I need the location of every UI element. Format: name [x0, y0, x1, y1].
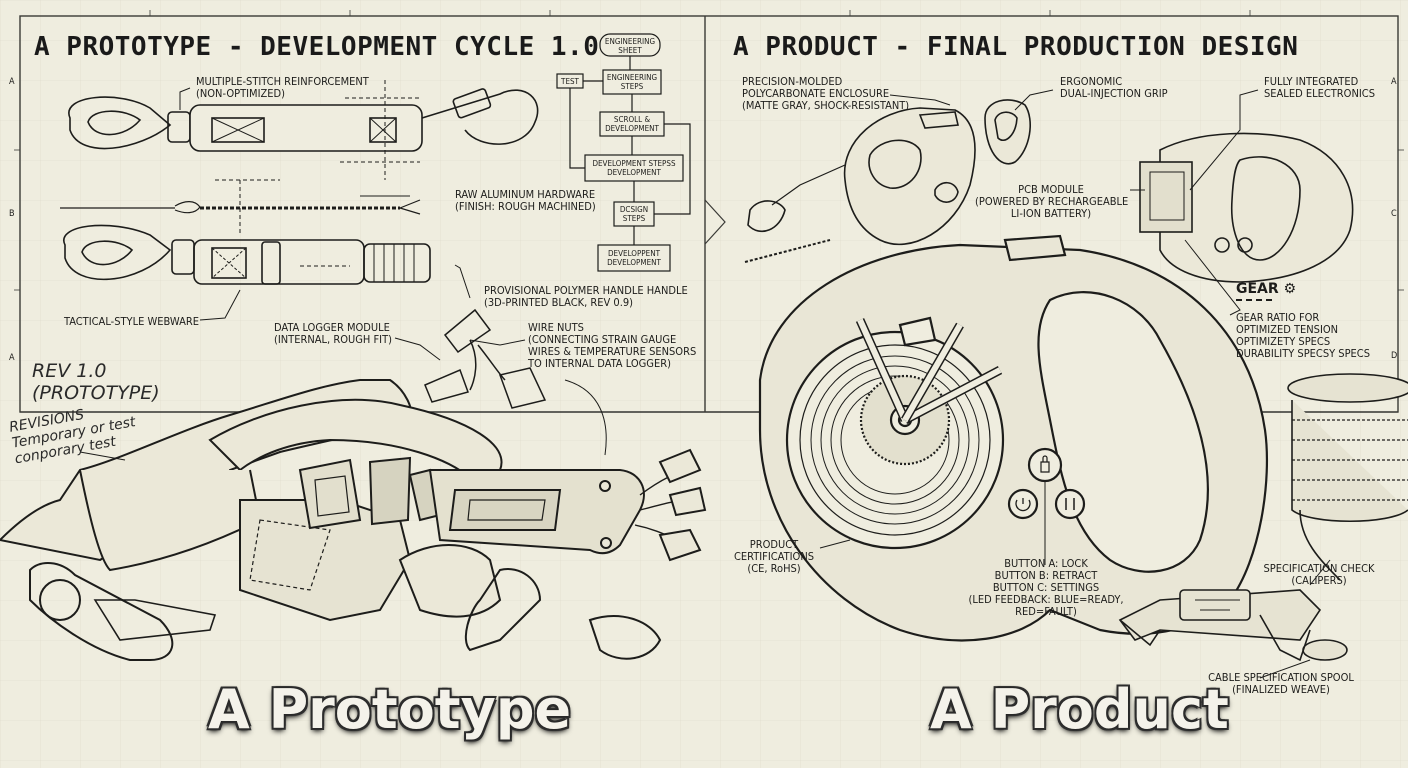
cable-spool	[1287, 373, 1408, 581]
label-data-logger: DATA LOGGER MODULE(INTERNAL, ROUGH FIT)	[274, 321, 392, 346]
border-mark-left-b: B	[9, 209, 15, 219]
label-polymer-handle: PROVISIONAL POLYMER HANDLE HANDLE(3D-PRI…	[484, 284, 688, 309]
border-mark-left-a: A	[9, 77, 15, 87]
label-spec-check: SPECIFICATION CHECK(CALIPERS)	[1263, 562, 1375, 587]
right-heading: A PRODUCT - FINAL PRODUCTION DESIGN	[733, 32, 1299, 62]
prototype-leash-bottom	[63, 224, 431, 285]
product-reel-main	[758, 234, 1268, 642]
border-mark-right-c: C	[1391, 209, 1397, 219]
gear-icon: ⚙	[1278, 281, 1297, 297]
caption-a-prototype: A Prototype	[208, 678, 572, 741]
label-webware: TACTICAL-STYLE WEBWARE	[64, 315, 199, 328]
calipers	[1118, 589, 1348, 662]
border-mark-left-a2: A	[9, 353, 15, 363]
caption-a-product: A Product	[930, 678, 1229, 741]
gear-title: GEAR ⚙	[1236, 281, 1297, 297]
border-mark-right-a: A	[1391, 77, 1397, 87]
flow-test: TEST	[561, 77, 579, 86]
gear-underline	[1236, 299, 1272, 301]
label-aluminum-hardware: RAW ALUMINUM HARDWARE(FINISH: ROUGH MACH…	[455, 188, 596, 213]
label-cable-spool: CABLE SPECIFICATION SPOOL(FINALIZED WEAV…	[1208, 671, 1354, 696]
prototype-leash-top	[68, 88, 539, 152]
border-mark-right-d: D	[1391, 351, 1398, 361]
flow-scroll-development: SCROLL &DEVELOPMENT	[605, 115, 659, 133]
leader-lines	[79, 87, 1331, 679]
flowchart	[556, 33, 691, 272]
dimension-arrows	[215, 80, 420, 267]
prototype-3d-leash	[0, 379, 707, 661]
label-stitch-reinforcement: MULTIPLE-STITCH REINFORCEMENT(NON-OPTIMI…	[196, 75, 369, 100]
data-logger-wires	[424, 308, 547, 409]
raw-aluminum-cable	[60, 199, 421, 215]
product-top-views	[744, 99, 1354, 283]
rev-note: REV 1.0(PROTOTYPE)	[32, 360, 160, 404]
left-heading: A PROTOTYPE - DEVELOPMENT CYCLE 1.0	[34, 32, 600, 62]
